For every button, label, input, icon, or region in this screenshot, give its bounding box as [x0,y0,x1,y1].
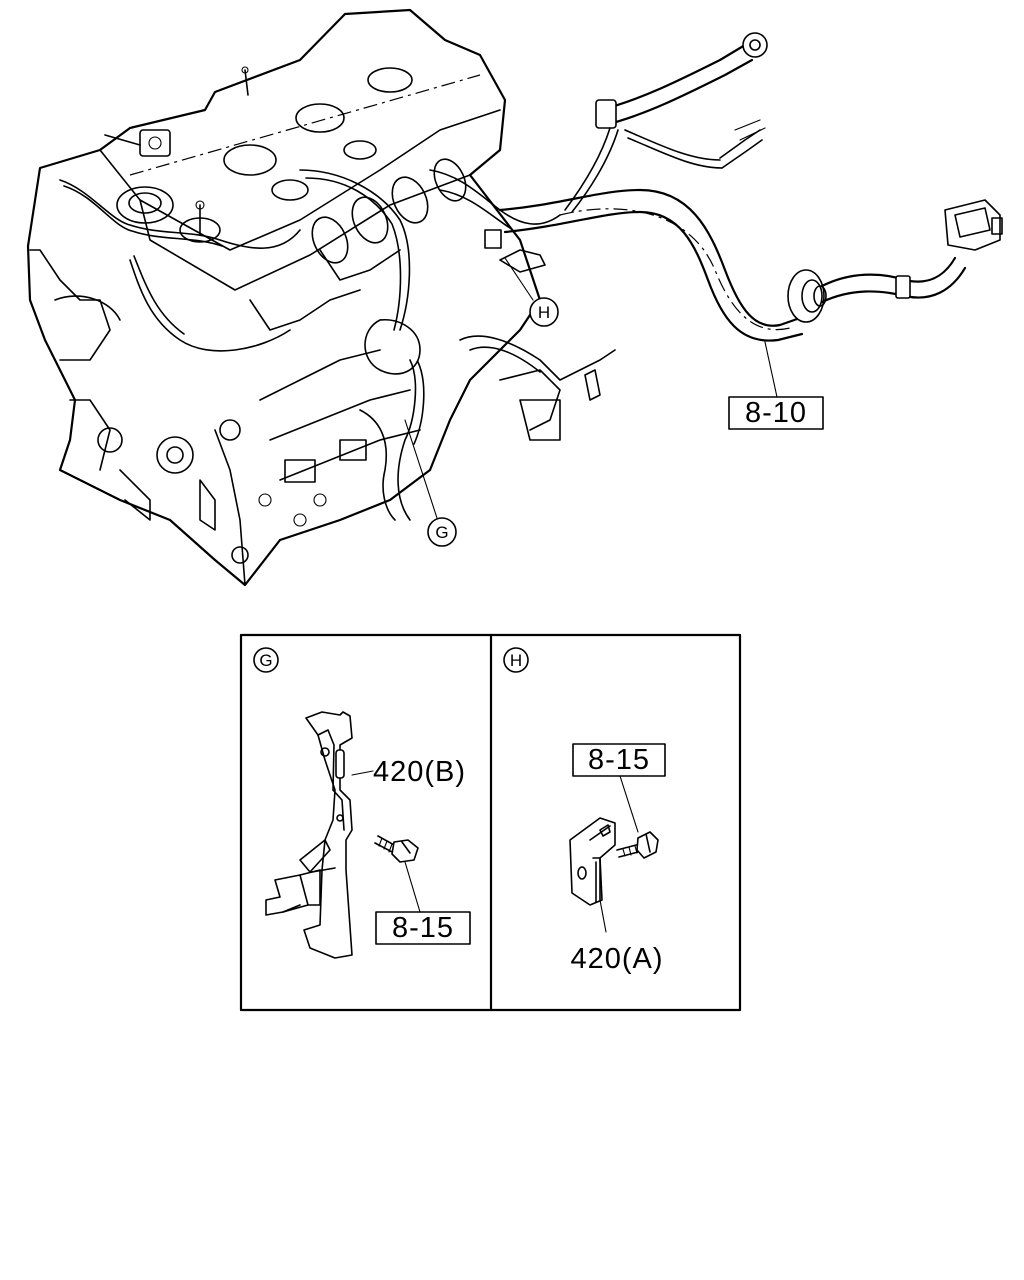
panel-h: H 8-15 420(A) [503,647,666,975]
callout-8-10-label: 8-10 [745,397,807,429]
callout-8-10: 8-10 [728,341,824,430]
marker-h: H [504,257,559,327]
detail-panels: G [239,633,742,1012]
bolt-g-illustration [374,835,419,863]
label-420b: 420(B) [373,756,466,788]
leader-420b [351,770,374,776]
panel-h-marker: H [510,651,522,670]
marker-g-letter: G [435,523,448,542]
wiring-harness-8-10 [498,32,1003,342]
label-420a: 420(A) [570,943,663,975]
marker-g: G [404,419,457,547]
bracket-420a-illustration [569,817,616,906]
label-bolt-h: 8-15 [588,744,650,776]
bracket-420b-illustration [265,711,353,959]
label-bolt-g: 8-15 [392,912,454,944]
panel-g-marker: G [259,651,272,670]
panel-g: G [253,647,471,959]
bolt-h-illustration [616,831,659,859]
leader-bolt-h [619,775,639,833]
leader-bolt-g [404,861,421,913]
marker-h-letter: H [538,303,550,322]
leader-420a [599,899,607,933]
engine-block-illustration [26,8,616,587]
